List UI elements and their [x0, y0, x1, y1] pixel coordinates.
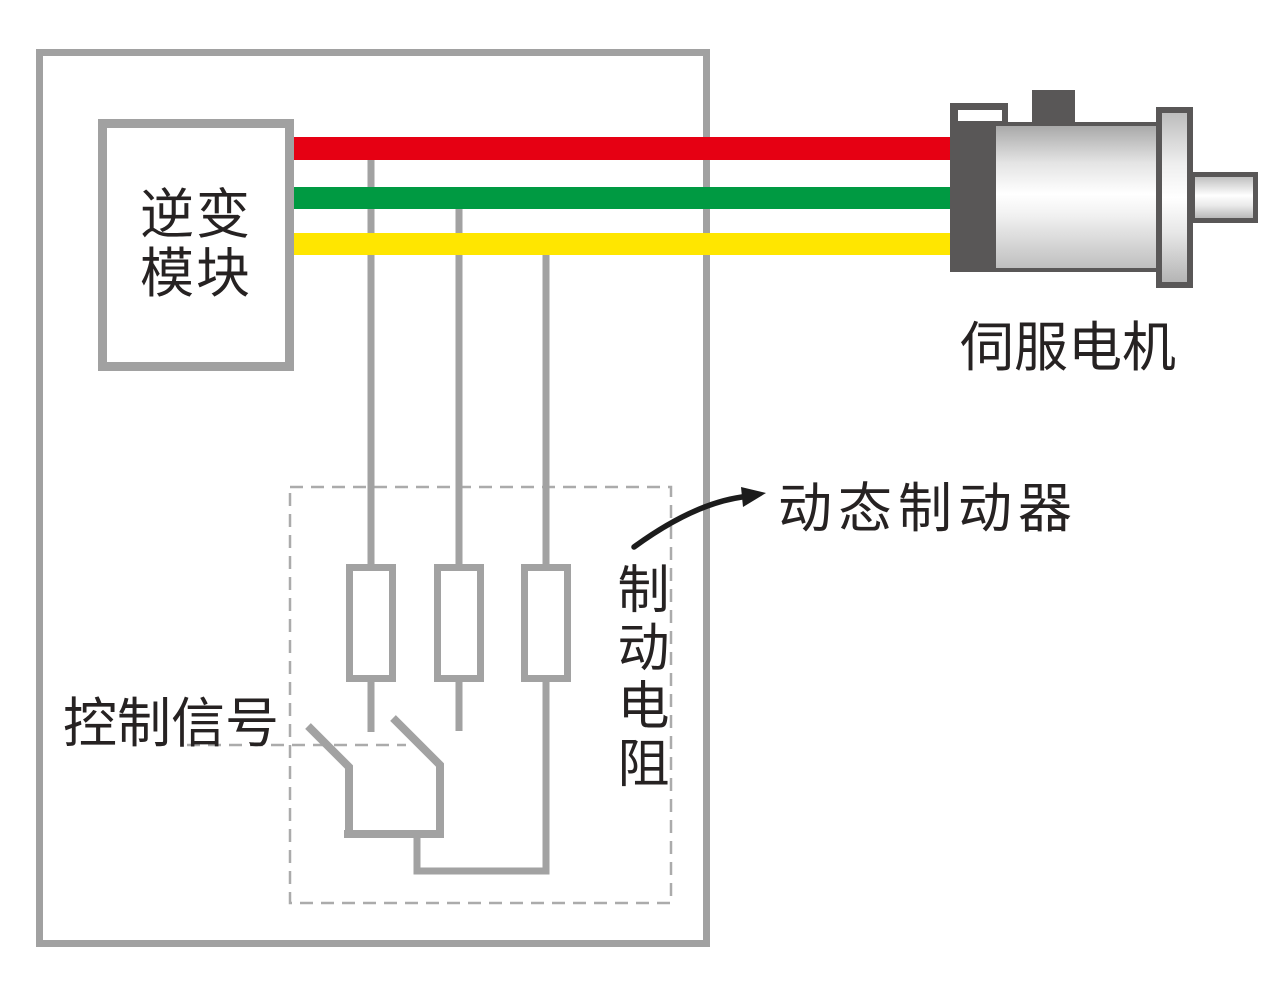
- switch-blade-left: [305, 723, 353, 838]
- dynamic-brake-arrow-head: [741, 487, 766, 507]
- drive-enclosure-box: [36, 49, 710, 947]
- inverter-module-label-line2: 模块: [140, 244, 252, 304]
- braking-resistor-1: [346, 564, 396, 682]
- braking-resistor-2: [434, 564, 484, 682]
- phase-wire-green: [294, 187, 960, 209]
- phase-wire-yellow: [294, 233, 960, 255]
- inverter-module-label-line1: 逆变: [140, 185, 252, 245]
- motor-shaft: [1190, 172, 1258, 223]
- motor-flange-face: [1162, 113, 1187, 282]
- phase-wire-red: [294, 137, 960, 160]
- braking-resistor-3: [521, 564, 571, 682]
- dynamic-brake-dashed-box: [288, 485, 673, 905]
- motor-connector-slot: [958, 110, 1002, 121]
- motor-connector-block: [950, 103, 998, 272]
- dynamic-brake-arrow-curve: [631, 494, 745, 550]
- motor-top-tab: [1032, 90, 1075, 123]
- inverter-module-box: 逆变 模块: [98, 119, 294, 371]
- dynamic-brake-label: 动态制动器: [778, 479, 1078, 539]
- brake-return-path: [413, 679, 550, 875]
- control-signal-label: 控制信号: [63, 694, 279, 754]
- switch-blade-right: [390, 715, 444, 838]
- braking-resistor-label: 制动电阻: [609, 562, 667, 794]
- servo-motor-label: 伺服电机: [960, 318, 1176, 378]
- motor-body: [992, 122, 1160, 272]
